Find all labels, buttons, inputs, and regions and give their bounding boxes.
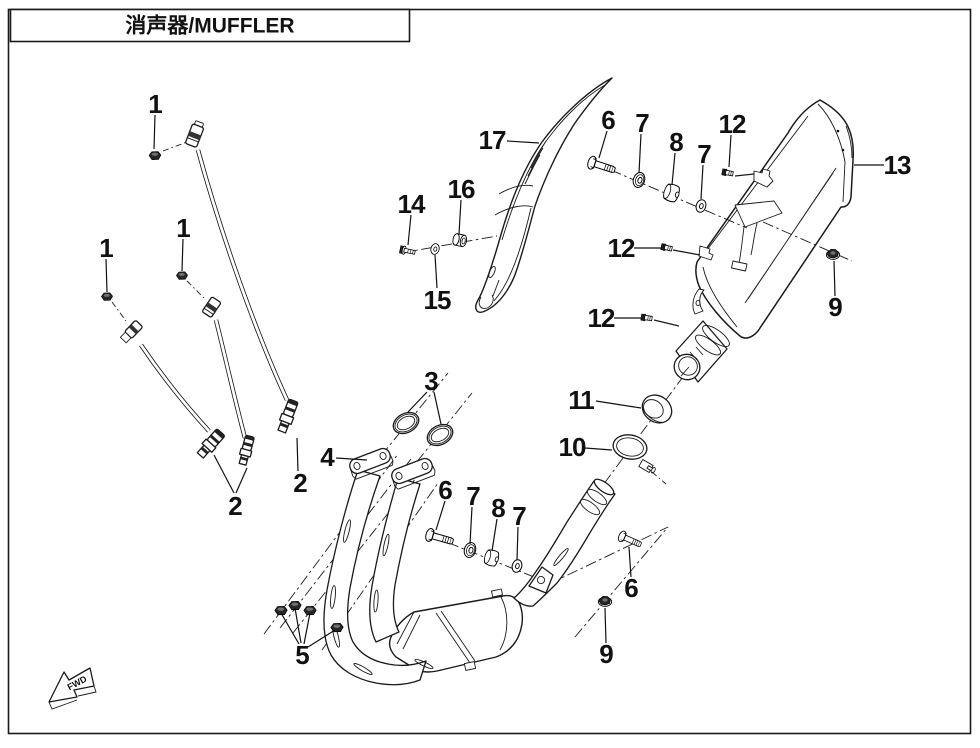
- callout-15: 15: [424, 285, 451, 315]
- leader-line: [407, 214, 412, 246]
- sensor-nut-icon: [175, 271, 189, 280]
- shield-spacer-nut: [452, 233, 468, 248]
- callout-7: 7: [697, 139, 711, 169]
- sensor-body: [196, 428, 226, 459]
- leader-line: [407, 391, 428, 413]
- oxygen-sensor-c: [100, 292, 226, 459]
- muffler-hook-bracket: [753, 168, 774, 188]
- callout-11: 11: [568, 385, 594, 415]
- leader-line: [434, 254, 438, 289]
- shield-fasteners: [399, 233, 498, 256]
- muffler-strap: [731, 200, 783, 272]
- callout-12: 12: [608, 233, 635, 263]
- sensor-connector: [185, 120, 204, 148]
- callout-13: 13: [884, 150, 911, 180]
- clamp-screw: [638, 459, 656, 474]
- page-title: 消声器/MUFFLER: [125, 14, 294, 38]
- muffler-body: [673, 99, 854, 383]
- callout-8: 8: [491, 493, 505, 523]
- callout-6: 6: [438, 475, 452, 505]
- leader-line: [595, 400, 642, 409]
- leader-line: [506, 140, 540, 144]
- shield-bolt: [399, 245, 416, 255]
- leader-line: [433, 391, 442, 425]
- leader-line: [598, 130, 608, 159]
- callout-6: 6: [624, 573, 638, 603]
- sensor-nut-icon: [148, 151, 162, 161]
- sensor-body: [277, 398, 299, 434]
- callout-4: 4: [320, 442, 335, 472]
- callout-7: 7: [466, 481, 480, 511]
- callout-7: 7: [635, 108, 649, 138]
- leader-line: [105, 258, 108, 293]
- upper-mount-fasteners: [585, 154, 841, 260]
- callout-10: 10: [559, 432, 586, 462]
- leader-line: [728, 134, 732, 168]
- leader-line: [303, 612, 311, 645]
- sensor-body: [238, 434, 255, 466]
- leader-line: [294, 607, 302, 644]
- oxygen-sensor-a: [148, 120, 299, 434]
- leader-line: [491, 518, 498, 552]
- callout-1: 1: [176, 213, 190, 243]
- exhaust-gaskets: [392, 411, 454, 447]
- side-bolts-12: [640, 242, 701, 327]
- heat-shield: [475, 77, 613, 313]
- callout-2: 2: [228, 491, 242, 521]
- callout-3: 3: [424, 366, 438, 396]
- exhaust-flange: [349, 447, 394, 480]
- callout-5: 5: [295, 640, 309, 670]
- oxygen-sensor-b: [175, 271, 255, 466]
- callout-14: 14: [398, 189, 426, 219]
- leader-line: [458, 199, 462, 235]
- pipe-clamp: [612, 434, 667, 485]
- sensor-nut-icon: [100, 292, 114, 301]
- callout-9: 9: [828, 292, 842, 322]
- leader-line: [153, 114, 156, 150]
- leader-line: [296, 437, 299, 472]
- title-box: 消声器/MUFFLER: [9, 8, 411, 43]
- exhaust-flange: [391, 457, 436, 490]
- leader-line: [213, 454, 235, 494]
- leader-line: [280, 612, 300, 645]
- sensor-connector: [119, 320, 143, 344]
- leader-line: [335, 457, 368, 461]
- leader-line: [628, 546, 632, 578]
- leader-line: [516, 526, 519, 561]
- sensor-connector: [202, 296, 222, 318]
- leader-line: [235, 467, 248, 494]
- muffler-bottom-hanger: [692, 288, 705, 315]
- callout-16: 16: [448, 174, 475, 204]
- callout-1: 1: [99, 233, 113, 263]
- callout-12: 12: [588, 303, 615, 333]
- leader-line: [700, 164, 704, 200]
- callout-1: 1: [148, 89, 162, 119]
- leader-line: [671, 152, 676, 186]
- callout-2: 2: [293, 468, 307, 498]
- muffler-inlet: [673, 320, 730, 383]
- pipe-sleeve: [641, 394, 673, 424]
- fwd-arrow: FWD: [48, 667, 97, 710]
- header-pipes: [323, 447, 436, 686]
- callout-9: 9: [599, 639, 613, 669]
- callout-12: 12: [719, 109, 746, 139]
- callout-6: 6: [601, 105, 615, 135]
- mid-pipe: [513, 478, 616, 607]
- leader-line: [584, 447, 613, 451]
- leader-line: [307, 629, 336, 648]
- pipe-hanger-tab: [528, 566, 554, 594]
- leader-line: [604, 607, 607, 644]
- leader-line: [181, 238, 184, 272]
- leader-line: [469, 506, 473, 545]
- leader-line: [638, 133, 642, 174]
- catalytic-converter: [388, 588, 524, 673]
- callout-7: 7: [512, 501, 526, 531]
- leader-line: [833, 260, 836, 297]
- leader-line: [435, 500, 446, 531]
- callout-17: 17: [479, 125, 506, 155]
- callout-8: 8: [669, 127, 683, 157]
- muffler-side-clip: [698, 245, 714, 261]
